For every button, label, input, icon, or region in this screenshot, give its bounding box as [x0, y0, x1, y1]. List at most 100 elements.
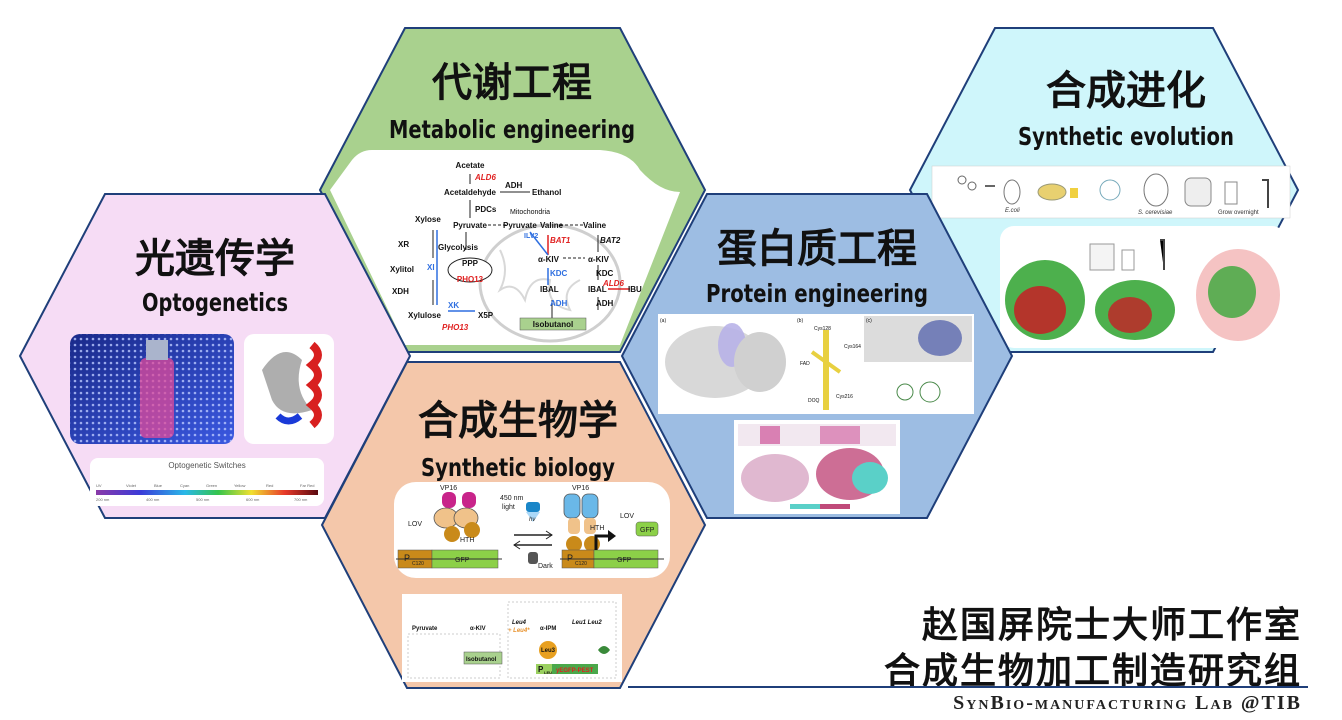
title-zh-evolution: 合成进化 — [1046, 68, 1206, 114]
lab-name-zh-line1: 赵国屏院士大师工作室 — [921, 605, 1302, 646]
iso-label: Pyruvate — [412, 626, 438, 632]
isobutanol-box — [519, 317, 587, 331]
path-label: Valine — [540, 221, 564, 230]
spectrum-title: Optogenetic Switches — [168, 461, 245, 470]
optocircuit-label: HTH — [460, 537, 474, 544]
title-en-metabolic: Metabolic engineering — [389, 115, 635, 144]
title-en-protein: Protein engineering — [706, 279, 928, 308]
iso-label: α-IPM — [540, 626, 556, 632]
spectrum-label: Green — [206, 483, 217, 488]
protein-label: Cys216 — [836, 394, 853, 400]
lab-name-en: SynBio-manufacturing Lab @TIB — [953, 692, 1302, 714]
path-label: XK — [448, 301, 459, 310]
evolution-label: E.coli — [1005, 208, 1020, 214]
path-label: Pyruvate — [503, 221, 537, 230]
spectrum-label: UV — [96, 483, 102, 488]
spectrum-label: Red — [266, 483, 273, 488]
path-label: Ethanol — [532, 188, 561, 197]
path-label: XDH — [392, 287, 409, 296]
path-label: ALD6 — [602, 279, 624, 288]
promoter-sub: C120 — [412, 561, 424, 567]
path-label: KDC — [596, 269, 614, 278]
path-label: Acetate — [456, 161, 485, 170]
path-label: Pyruvate — [453, 221, 487, 230]
panel-evolution: 合成进化 Synthetic evolution E.coli S. cerev… — [908, 27, 1300, 353]
path-label: IBAL — [540, 285, 559, 294]
path-label: PHO13 — [442, 323, 469, 332]
pathway-figure-bg — [330, 150, 680, 345]
spectrum-label: Violet — [126, 483, 137, 488]
spectrum-nm: 200 nm — [96, 497, 110, 502]
panel-metabolic: 代谢工程 Metabolic engineering — [318, 27, 707, 353]
iso-label: yEGFP-PEST — [556, 668, 594, 674]
path-label: Valine — [583, 221, 607, 230]
optocircuit-label: 450 nm — [500, 495, 524, 502]
optocircuit-label: GFP — [640, 527, 655, 534]
optocircuit-label: LOV — [620, 513, 634, 520]
panel-synbio: 合成生物学 Synthetic biology — [320, 361, 707, 689]
optocircuit-diagram — [396, 492, 664, 569]
optocircuit-label: VP16 — [440, 485, 457, 492]
path-label: KDC — [550, 269, 568, 278]
panel-protein: 蛋白质工程 Protein engineering (a) (b) (c) Cy… — [620, 193, 1014, 519]
promoter-label: P — [567, 553, 573, 563]
mitochondria-shape — [478, 223, 622, 343]
promoter-sub: C120 — [575, 561, 587, 567]
path-label: ADH — [550, 299, 568, 308]
spectrum-nm: 400 nm — [146, 497, 160, 502]
iso-label: Leu1 Leu2 — [572, 620, 602, 626]
optocircuit-label: HTH — [590, 525, 604, 532]
path-label: PDCs — [475, 205, 497, 214]
iso-label: Leu3 — [541, 648, 556, 654]
title-zh-synbio: 合成生物学 — [418, 398, 618, 444]
protein-label: Cys128 — [814, 326, 831, 332]
spectrum-nm: 700 nm — [294, 497, 308, 502]
path-label: PHO13 — [457, 275, 484, 284]
optocircuit-label: VP16 — [572, 485, 589, 492]
promoter-label: P — [404, 553, 410, 563]
protein-structure-icons — [1005, 239, 1280, 341]
path-label: ILV2 — [524, 233, 538, 240]
path-label: Acetaldehyde — [444, 188, 497, 197]
ppp-node — [447, 257, 493, 283]
path-label: PPP — [462, 259, 479, 268]
spectrum-nm: 500 nm — [196, 497, 210, 502]
lab-name-zh-line2: 合成生物加工制造研究组 — [883, 651, 1302, 692]
path-label: Glycolysis — [438, 243, 479, 252]
protein-label: (a) — [660, 318, 666, 324]
optocircuit-label: Dark — [538, 563, 553, 570]
panel-optogenetics: 光遗传学 Optogenetics Optogenetic Switches — [18, 193, 412, 519]
path-label: IBAL — [588, 285, 607, 294]
optocircuit-label: light — [502, 504, 515, 511]
path-label: BAT2 — [600, 236, 621, 245]
path-label: Xylitol — [390, 265, 414, 274]
title-zh-protein: 蛋白质工程 — [717, 226, 917, 272]
path-label: XR — [398, 240, 409, 249]
spectrum-nm: 600 nm — [246, 497, 260, 502]
protein-label: (b) — [797, 318, 803, 324]
title-zh-optogenetics: 光遗传学 — [135, 236, 295, 282]
spectrum-label: Cyan — [180, 483, 189, 488]
path-label: α-KIV — [538, 255, 560, 264]
path-label: BAT1 — [550, 236, 571, 245]
iso-label: α-KIV — [470, 626, 486, 632]
path-label: IBU — [628, 285, 642, 294]
path-label: Xylose — [415, 215, 441, 224]
iso-label: Isobutanol — [466, 657, 497, 663]
title-en-optogenetics: Optogenetics — [142, 288, 288, 317]
optocircuit-label: hν — [529, 517, 535, 523]
path-label: ADH — [505, 181, 523, 190]
spectrum-label: Blue — [154, 483, 163, 488]
path-label: Xylulose — [408, 311, 441, 320]
iso-label: + Leu4* — [508, 628, 530, 634]
evolution-label: S. cerevisiae — [1138, 210, 1173, 216]
promoter-sub: LEU — [544, 670, 552, 675]
optocircuit-label: LOV — [408, 521, 422, 528]
evolution-label: Grow overnight — [1218, 210, 1259, 216]
title-en-synbio: Synthetic biology — [421, 453, 615, 482]
path-label: X5P — [478, 311, 494, 320]
workflow-icons — [957, 173, 1269, 208]
protein-label: DOQ — [808, 398, 820, 404]
title-en-evolution: Synthetic evolution — [1018, 122, 1234, 151]
protein-label: Cys164 — [844, 344, 861, 350]
